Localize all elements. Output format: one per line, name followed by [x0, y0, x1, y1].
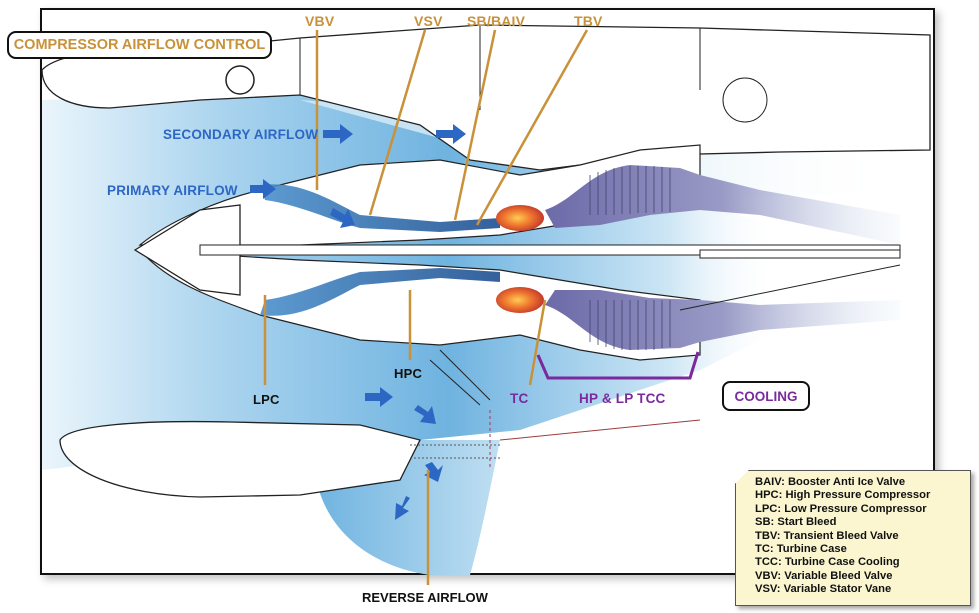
label-lpc: LPC: [253, 392, 280, 407]
abbreviation-legend: BAIV: Booster Anti Ice Valve HPC: High P…: [734, 469, 971, 606]
legend-item: LPC: Low Pressure Compressor: [755, 502, 927, 515]
label-tbv: TBV: [574, 13, 603, 29]
combustor-flame-lower: [496, 287, 544, 313]
legend-item: TBV: Transient Bleed Valve: [755, 529, 899, 542]
cooling-label: COOLING: [722, 381, 810, 411]
label-vbv: VBV: [305, 13, 335, 29]
leader-tc: [528, 299, 547, 386]
arrow-primary: [250, 179, 276, 199]
arrow-reverse-3: [395, 496, 410, 520]
label-hpc: HPC: [394, 366, 423, 381]
arrow-secondary-1: [323, 124, 353, 144]
legend-item: HPC: High Pressure Compressor: [755, 489, 931, 502]
diagram-title: COMPRESSOR AIRFLOW CONTROL: [7, 31, 272, 59]
leader-lines: [263, 29, 589, 585]
legend-item: SB: Start Bleed: [755, 516, 837, 529]
label-vsv: VSV: [414, 13, 443, 29]
legend-item: VSV: Variable Stator Vane: [755, 583, 892, 596]
turbine-blades: [589, 166, 671, 350]
legend-item: TCC: Turbine Case Cooling: [755, 556, 900, 569]
combustor-flame-upper: [496, 205, 544, 231]
leader-vsv: [368, 29, 427, 216]
tcc-bracket: [536, 351, 700, 380]
label-hp-lp-tcc: HP & LP TCC: [579, 391, 666, 406]
tail-cone: [699, 249, 901, 259]
turbine-exhaust-upper: [545, 165, 900, 245]
arrow-reverse-1: [414, 405, 436, 424]
leader-sb-baiv: [453, 29, 497, 221]
primary-flow-path-upper: [260, 184, 500, 232]
nacelle-port-1: [225, 65, 255, 95]
legend-folded-corner: [734, 469, 750, 485]
legend-item: BAIV: Booster Anti Ice Valve: [755, 476, 906, 488]
legend-item: TC: Turbine Case: [755, 543, 847, 556]
arrow-core: [330, 208, 355, 228]
label-primary-airflow: PRIMARY AIRFLOW: [107, 183, 238, 198]
legend-item: VBV: Variable Bleed Valve: [755, 569, 893, 582]
primary-flow-path-lower: [260, 268, 500, 316]
turbine-exhaust-lower: [545, 290, 900, 350]
arrow-secondary-2: [436, 124, 466, 144]
arrow-fan-exit: [365, 387, 393, 407]
label-tc: TC: [510, 391, 529, 406]
lower-nacelle: [59, 420, 421, 498]
label-secondary-airflow: SECONDARY AIRFLOW: [163, 127, 319, 142]
leader-tbv: [475, 29, 589, 226]
label-reverse-airflow: REVERSE AIRFLOW: [362, 590, 488, 605]
nacelle-port-2: [722, 77, 768, 123]
core-casing-lower: [138, 249, 701, 361]
label-sb-baiv: SB/BAIV: [467, 13, 526, 29]
